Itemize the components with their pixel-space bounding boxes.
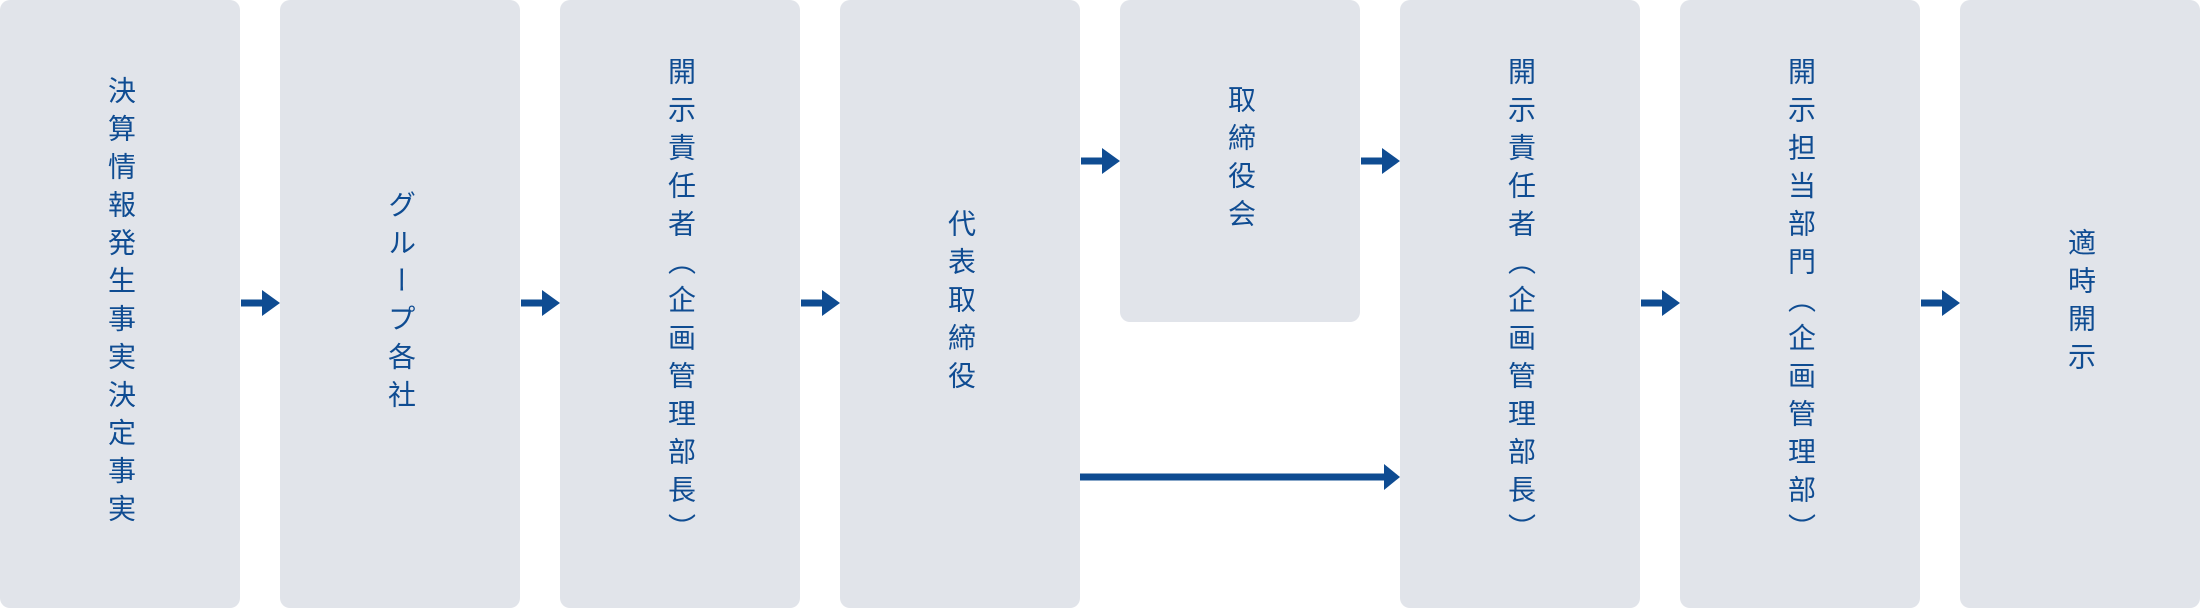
timely-disclosure-box: 適時開示 [1960, 0, 2200, 608]
disclosure-dept-box: 開示担当部門︵企画管理部︶ [1680, 0, 1920, 608]
arrow-decision-to-group [241, 290, 280, 316]
board-box: 取締役会 [1120, 0, 1360, 322]
decision-info-label: 決算情報 発生事実 決定事実 [0, 0, 240, 608]
timely-disclosure-label: 適時開示 [2064, 228, 2097, 380]
arrow-group-to-officer [521, 290, 560, 316]
arrow-officer-to-dept [1641, 290, 1680, 316]
group-companies-box: グループ各社 [280, 0, 520, 608]
arrow-president-to-board [1081, 148, 1120, 174]
president-label: 代表取締役 [944, 209, 977, 399]
group-companies-label: グループ各社 [384, 190, 417, 418]
arrow-president-to-officer-direct [1080, 464, 1400, 490]
decision-info-box: 決算情報 発生事実 決定事実 [0, 0, 240, 608]
disclosure-officer-label-2: 開示責任者︵企画管理部長︶ [1504, 57, 1537, 551]
arrow-officer-to-president [801, 290, 840, 316]
president-box: 代表取締役 [840, 0, 1080, 608]
board-label: 取締役会 [1224, 85, 1257, 237]
decision-info-line: 決算情報 [104, 76, 137, 228]
decision-info-line: 発生事実 [104, 228, 137, 380]
disclosure-officer-box-2: 開示責任者︵企画管理部長︶ [1400, 0, 1640, 608]
disclosure-officer-box-1: 開示責任者︵企画管理部長︶ [560, 0, 800, 608]
arrow-board-to-officer [1361, 148, 1400, 174]
arrow-dept-to-disclosure [1921, 290, 1960, 316]
decision-info-line: 決定事実 [104, 380, 137, 532]
disclosure-officer-label-1: 開示責任者︵企画管理部長︶ [664, 57, 697, 551]
disclosure-dept-label: 開示担当部門︵企画管理部︶ [1784, 57, 1817, 551]
